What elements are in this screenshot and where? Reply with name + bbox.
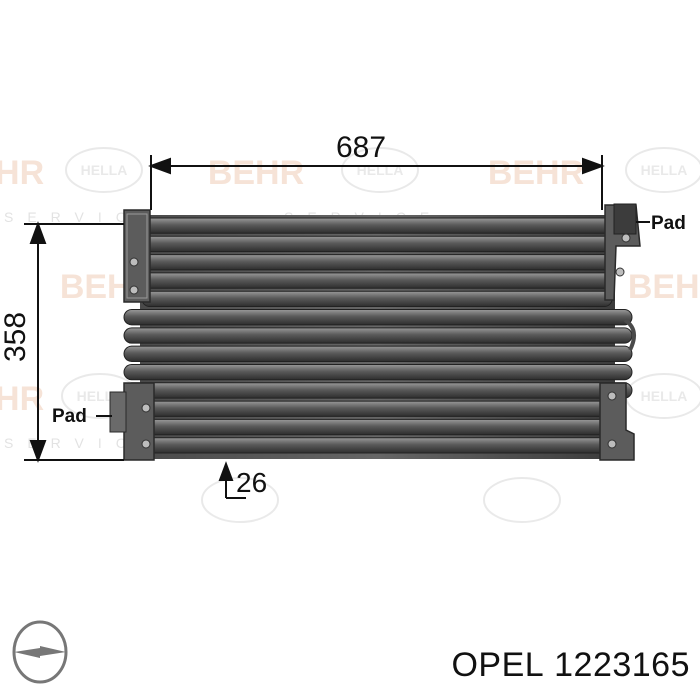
width-arrow-left [148,157,171,175]
tube-row [123,327,633,344]
tube-row [123,345,633,362]
width-arrow-right [582,157,605,175]
pipe-stub [623,318,636,351]
left-top-bolt [129,257,139,267]
opel-logo-icon [12,620,68,684]
wm-behr-2: BEHR [208,154,304,192]
wm-hella-8: HELLA [641,388,688,404]
condenser-diagram: HELLA HELLA HELLA HELLA HELLA HELLA HELL… [0,147,700,523]
wm-behr-6: BEHR [628,268,700,306]
part-number: 1223165 [554,646,690,684]
wm-hella-1: HELLA [81,162,128,178]
depth-dimension-label: 26 [236,467,268,498]
tube-rows [123,217,633,454]
tube-row [141,418,613,436]
tube-row [141,400,613,417]
tube-row [141,254,613,271]
tube-row [123,382,633,399]
tube-row [141,272,613,289]
tube-row [141,290,613,308]
tube-row [123,309,633,326]
right-bottom-bolt [607,391,617,401]
left-pad-block [109,391,127,433]
left-top-bracket-edge [126,213,148,299]
left-bottom-bolt [141,403,151,413]
dimension-lines [24,155,650,499]
left-top-bolt-2 [129,285,139,295]
height-dimension-label: 358 [0,311,32,363]
left-bottom-bolt-2 [141,439,151,449]
pad-label-right: Pad [651,213,686,234]
wm-behr-3: BEHR [488,154,584,192]
height-arrow-top [29,221,47,244]
wm-behr-1: BEHR [0,154,44,192]
right-bottom-bolt-2 [607,439,617,449]
wm-behr-7: BEHR [0,380,44,418]
tube-row [141,217,613,234]
right-bottom-bracket [599,382,635,461]
width-dimension-label: 687 [336,131,387,164]
right-top-bolt [615,267,625,277]
part-caption: OPEL 1223165 [451,646,690,685]
right-pad-block [613,203,637,235]
tube-row [141,437,613,454]
height-arrow-bottom [29,440,47,463]
wm-hella-2: HELLA [357,162,404,178]
brand-name: OPEL [451,646,545,684]
condenser-body [109,203,641,461]
left-top-bracket [123,209,151,303]
depth-arrow [218,461,234,481]
right-top-bolt-2 [621,233,631,243]
left-bottom-bracket [123,382,155,461]
wm-hella-3: HELLA [641,162,688,178]
pad-label-left: Pad [52,406,87,427]
wm-service-1: SERVICE [4,209,163,225]
tube-row [123,363,633,381]
tube-row [141,235,613,253]
